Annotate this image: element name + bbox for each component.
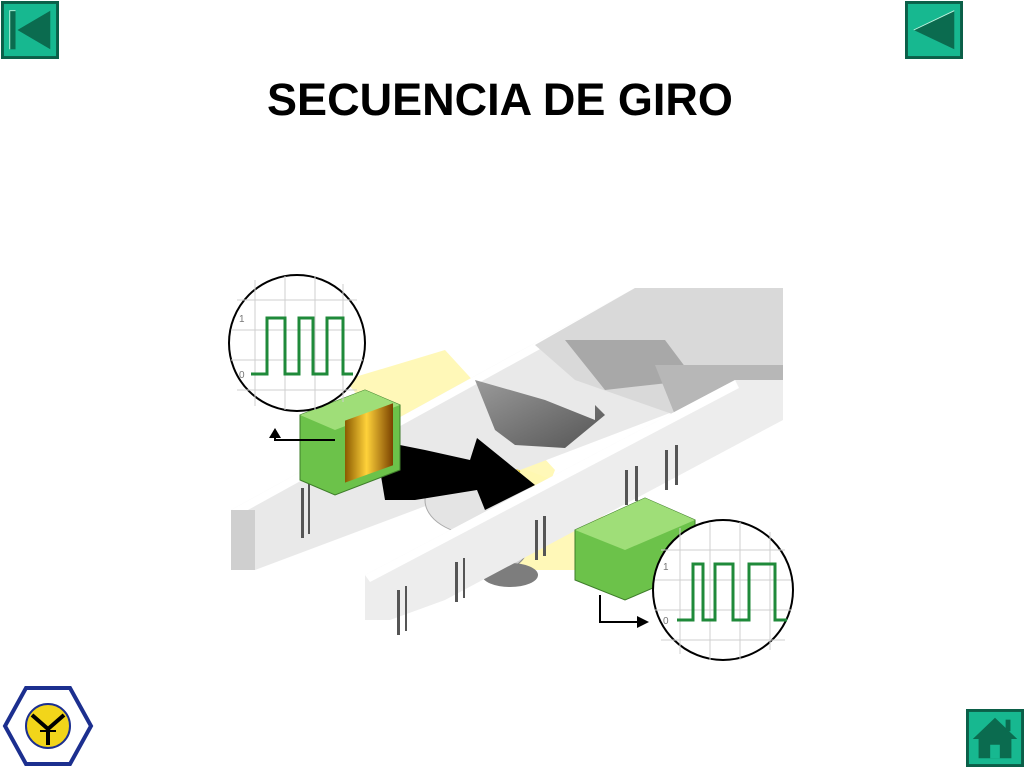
scope-top-tick-high: 1 xyxy=(239,314,245,325)
oscilloscope-bottom: 1 0 xyxy=(652,519,794,661)
scope-bottom-tick-high: 1 xyxy=(663,562,669,573)
go-previous-icon xyxy=(906,2,962,58)
black-direction-arrow xyxy=(375,438,535,510)
first-slide-button[interactable] xyxy=(1,1,59,59)
oscilloscope-top: 1 0 xyxy=(228,274,366,412)
institution-logo xyxy=(2,686,94,766)
slotted-bar-bottom xyxy=(365,380,783,620)
home-button[interactable] xyxy=(966,709,1024,767)
scope-top-tick-low: 0 xyxy=(239,370,245,381)
signal-trace-bottom xyxy=(677,562,787,622)
scope-bottom-tick-low: 0 xyxy=(663,616,669,627)
signal-trace-top xyxy=(251,316,353,376)
slide-title: SECUENCIA DE GIRO xyxy=(267,74,733,125)
previous-slide-button[interactable] xyxy=(905,1,963,59)
gray-direction-arrow xyxy=(475,380,605,448)
go-first-icon xyxy=(2,2,58,58)
rotation-sequence-illustration: N S N S 1 0 xyxy=(228,274,794,661)
home-icon xyxy=(967,710,1023,766)
